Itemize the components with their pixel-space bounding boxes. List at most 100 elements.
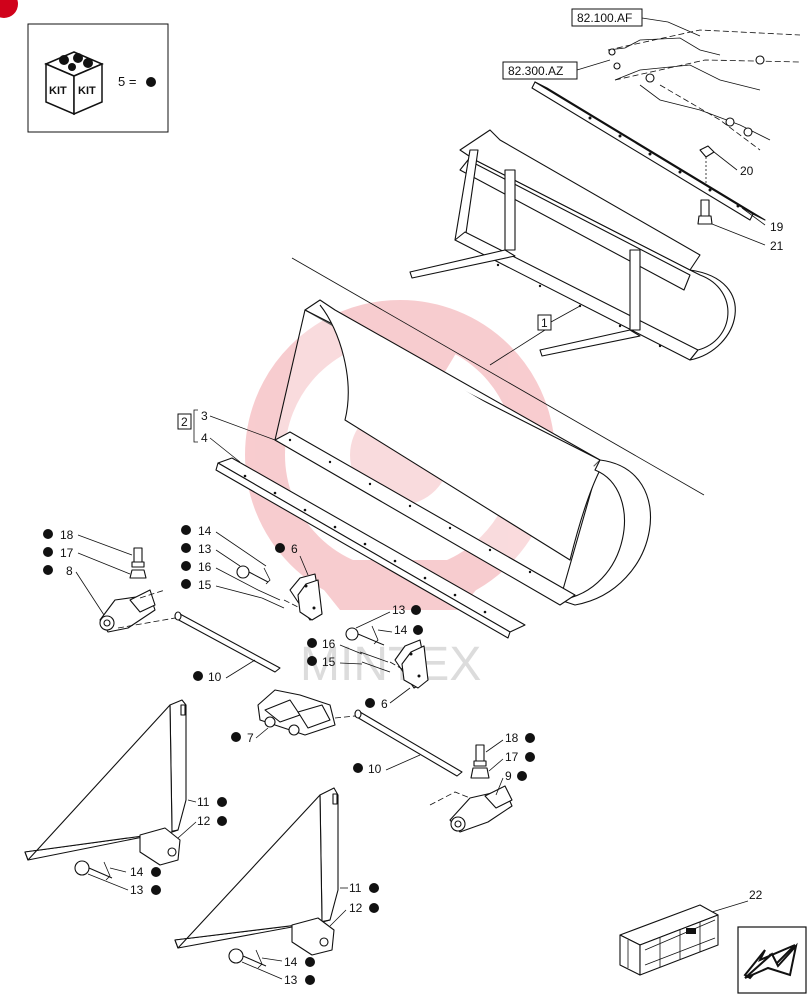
callout-dot-15-upper: [181, 579, 191, 589]
cutting-edge-19: [531, 81, 766, 221]
callout-14-upper: 14: [198, 524, 212, 538]
callout-dot-10-lower: [353, 763, 363, 773]
callout-13-upper-tine: 13: [130, 883, 144, 897]
callout-3: 3: [201, 409, 208, 423]
callout-dot-18-left: [43, 529, 53, 539]
callout-14-upper-tine: 14: [130, 865, 144, 879]
callout-dot-13-mid: [411, 605, 421, 615]
callout-13-mid: 13: [392, 603, 406, 617]
pin-13-14-lower-tine: [228, 948, 267, 969]
watermark-text: MINTEX: [300, 638, 481, 691]
callout-4: 4: [201, 431, 208, 445]
bucket: [274, 257, 705, 606]
kit-label-right: KIT: [78, 85, 96, 97]
callout-dot-11-lower: [369, 883, 379, 893]
clip-12-lower: [291, 917, 335, 956]
fork-frame-upper: [409, 129, 736, 361]
callout-15-lower: 15: [322, 655, 336, 669]
kit-box-icon: [44, 51, 104, 116]
callout-dot-10-upper: [193, 671, 203, 681]
corner-marker-icon: [0, 0, 18, 18]
callout-16-upper: 16: [198, 560, 212, 574]
callout-14-lower-tine: 14: [284, 955, 298, 969]
pin-14-lower-mid: [371, 625, 379, 645]
pin-14-upper: [236, 565, 271, 585]
svg-text:2: 2: [181, 415, 188, 429]
callout-16-lower: 16: [322, 637, 336, 651]
callout-22: 22: [749, 888, 763, 902]
callout-dot-9: [517, 771, 527, 781]
nut-20: [699, 145, 715, 185]
pivot-bracket-9: [449, 785, 513, 833]
pin-13-14-upper-tine: [74, 860, 113, 881]
callout-dot-13-upper: [181, 543, 191, 553]
nut-17-left: [129, 569, 147, 579]
pivot-bracket-8: [99, 589, 156, 633]
callout-12-lower: 12: [349, 901, 363, 915]
bolt-21: [697, 199, 713, 225]
callout-13-upper: 13: [198, 542, 212, 556]
callout-dot-8: [43, 565, 53, 575]
navigation-arrow-icon[interactable]: [737, 926, 807, 994]
callout-14-mid: 14: [394, 623, 408, 637]
callout-10-lower: 10: [368, 762, 382, 776]
svg-text:82.300.AZ: 82.300.AZ: [508, 64, 563, 78]
kit-label-left: KIT: [49, 85, 67, 97]
pin-10-upper: [174, 611, 281, 673]
fork-tine-11-lower: [174, 787, 339, 949]
callout-dot-11-upper: [217, 797, 227, 807]
callout-dot-7: [231, 732, 241, 742]
callout-7: 7: [247, 731, 254, 745]
callout-dot-17-right: [525, 752, 535, 762]
callout-dot-18-right: [525, 733, 535, 743]
kit-dot-icon: [146, 77, 156, 87]
callout-8: 8: [66, 564, 73, 578]
svg-text:1: 1: [541, 316, 548, 330]
locking-plate-6-upper: [289, 573, 323, 621]
clip-12-upper: [139, 827, 181, 866]
nut-17-right: [470, 767, 490, 779]
callout-dot-12-upper: [217, 816, 227, 826]
callout-dot-16-lower: [307, 638, 317, 648]
callout-box-2[interactable]: 2: [177, 413, 192, 430]
callout-6-lower: 6: [381, 697, 388, 711]
crate-icon: [619, 904, 719, 976]
callout-19: 19: [770, 220, 784, 234]
callout-18-left: 18: [60, 528, 74, 542]
callout-dot-14-upper: [181, 525, 191, 535]
svg-text:82.100.AF: 82.100.AF: [577, 11, 632, 25]
locking-plate-6-lower: [394, 639, 429, 689]
pin-13-lower-mid: [345, 627, 385, 646]
callout-dot-14-lower-tine: [305, 957, 315, 967]
callout-dot-16-upper: [181, 561, 191, 571]
loader-arm: [607, 29, 801, 151]
callout-15-upper: 15: [198, 578, 212, 592]
callout-dot-15-lower: [307, 656, 317, 666]
pins-15-16-upper: [257, 589, 301, 609]
callout-dot-12-lower: [369, 903, 379, 913]
ref-box-82-300-az[interactable]: 82.300.AZ: [502, 61, 578, 80]
callout-11-lower: 11: [349, 881, 362, 895]
callout-dot-6-lower: [365, 698, 375, 708]
callout-box-1[interactable]: 1: [537, 314, 552, 331]
callout-18-right: 18: [505, 731, 519, 745]
kit-legend: KIT KIT 5 =: [27, 23, 169, 133]
callout-dot-14-upper-tine: [151, 867, 161, 877]
callout-9: 9: [505, 769, 512, 783]
kit-equation: 5 =: [118, 74, 136, 89]
callout-6-upper: 6: [291, 542, 298, 556]
callout-dot-14-mid: [413, 625, 423, 635]
pins-15-16-lower: [359, 651, 405, 673]
callout-21: 21: [770, 239, 784, 253]
callout-20: 20: [740, 164, 754, 178]
callout-dot-17-left: [43, 547, 53, 557]
bolt-18-left: [131, 547, 145, 568]
carriage-7: [257, 689, 336, 736]
bolt-18-right: [473, 744, 487, 767]
callout-12-upper: 12: [197, 814, 211, 828]
callout-dot-13-lower-tine: [305, 975, 315, 985]
callout-dot-6-upper: [275, 543, 285, 553]
ref-box-82-100-af[interactable]: 82.100.AF: [571, 8, 643, 27]
callout-11-upper: 11: [197, 795, 210, 809]
